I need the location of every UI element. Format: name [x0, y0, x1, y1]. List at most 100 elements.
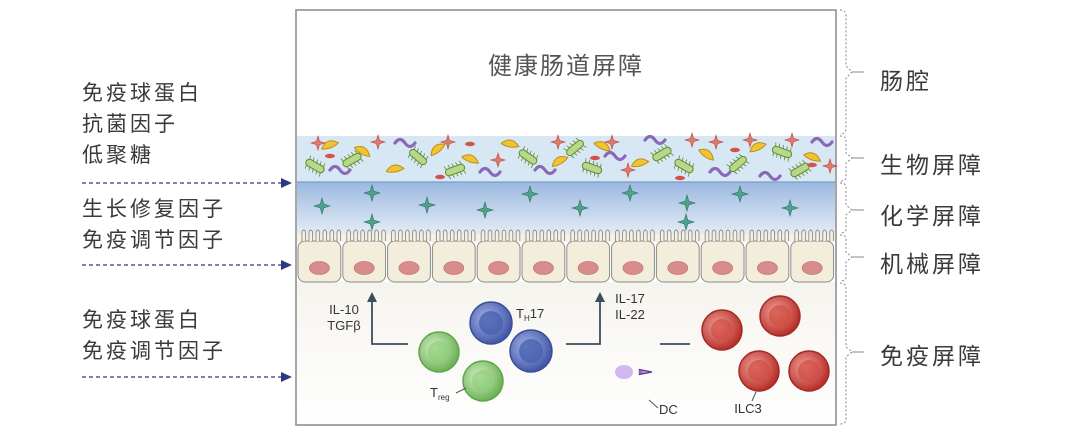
bacterium-pili — [350, 164, 354, 168]
microvillus — [456, 229, 462, 241]
bacterium-pili — [586, 169, 588, 174]
bacterium-star — [741, 131, 759, 149]
antimicrobial-star — [362, 183, 382, 203]
left-label-immunoglobulin-2: 免疫球蛋白 — [82, 308, 202, 332]
cell-nucleus — [308, 261, 330, 275]
microvillus — [515, 229, 521, 241]
microvillus — [659, 229, 665, 241]
bacterium-rod — [730, 147, 740, 153]
bacterium-pili — [451, 163, 455, 167]
bacterium-star — [783, 131, 801, 149]
bracket-biological — [839, 135, 853, 182]
bacterium-pili — [590, 171, 592, 175]
bacterium-star — [619, 161, 637, 179]
bacterium-pili — [790, 147, 792, 152]
microvillus — [615, 229, 620, 241]
microvillus — [353, 229, 358, 241]
microvillus — [336, 229, 342, 241]
bacterium-pili — [566, 145, 570, 149]
signal-arrows — [367, 292, 690, 345]
bracket-chemical — [839, 182, 853, 234]
bacterium-pili — [657, 148, 661, 152]
microvillus — [508, 229, 514, 241]
bacterium-pili — [729, 161, 733, 165]
antimicrobial-star — [676, 212, 696, 232]
microvillus — [636, 229, 641, 241]
bacterium-pili — [660, 146, 664, 150]
microvillus — [322, 229, 328, 241]
microvillus — [770, 229, 776, 241]
microvillus — [822, 229, 827, 241]
bacterium-pili — [801, 172, 805, 176]
bacterium-spiral — [603, 150, 627, 162]
microvillus — [711, 229, 717, 241]
left-group-2: 生长修复因子 免疫调节因子 — [82, 194, 226, 256]
bacterium-pili — [780, 155, 782, 159]
bacterium-spiral — [758, 170, 782, 182]
label-treg: Treg — [430, 385, 450, 402]
microvillus — [308, 229, 314, 241]
bacterium-rod — [675, 175, 685, 181]
microvillus — [329, 229, 335, 241]
microvillus — [763, 229, 769, 241]
chemical-zone — [297, 182, 835, 234]
treg-pointer — [455, 387, 467, 394]
microvillus — [463, 229, 469, 241]
microvillus — [419, 229, 424, 241]
microbe-group — [305, 131, 839, 182]
bacterium-star — [439, 133, 457, 151]
microvillus — [687, 229, 693, 241]
bacterium-pili — [804, 170, 809, 174]
bacterium-yellow — [500, 139, 520, 148]
left-arrow-1-head — [281, 178, 292, 188]
antimicrobial-star — [362, 212, 382, 232]
bacterium-pili — [791, 166, 796, 170]
right-brackets — [839, 9, 853, 425]
brush-border — [297, 234, 835, 242]
bacterium-pili — [681, 157, 684, 162]
layer-label-lumen: 肠腔 — [880, 69, 932, 95]
bacterium-green — [407, 145, 429, 169]
microvillus — [435, 229, 441, 241]
bacterium-pili — [343, 156, 348, 160]
microvillus — [605, 229, 610, 241]
ilc3-cell-3 — [738, 350, 780, 392]
label-tgfb: TGFβ — [327, 318, 360, 333]
bacterium-green — [674, 155, 694, 177]
left-label-immunoglobulin: 免疫球蛋白 — [82, 81, 202, 105]
bacterium-pili — [795, 164, 799, 168]
bacterium-spiral — [533, 164, 557, 176]
bacterium-pili — [798, 162, 802, 166]
bracket-immune — [839, 282, 853, 425]
bacterium-yellow — [593, 141, 611, 152]
bacterium-pili — [422, 153, 426, 158]
antimicrobial-star — [475, 200, 495, 220]
bacterium-pili — [743, 163, 747, 167]
antimicrobial-star — [780, 198, 800, 218]
bacterium-star — [549, 133, 567, 151]
bacterium-pili — [575, 137, 580, 141]
bacterium-pili — [360, 158, 364, 162]
bacterium-pili — [808, 168, 812, 172]
bacterium-yellow — [353, 146, 371, 158]
microvillus — [749, 229, 755, 241]
bacterium-pili — [582, 168, 584, 173]
bacterium-rod — [465, 141, 475, 147]
bacterium-pili — [585, 158, 587, 163]
bacterium-pili — [319, 161, 322, 166]
microvillus — [598, 229, 603, 241]
cell-nucleus — [353, 261, 375, 275]
bacterium-pili — [523, 145, 526, 150]
bacterium-pili — [677, 166, 680, 171]
bacterium-pili — [463, 170, 467, 174]
bacterium-pili — [660, 158, 664, 162]
microvillus — [650, 229, 655, 241]
label-il10: IL-10 — [329, 302, 359, 317]
microvillus — [525, 229, 531, 241]
bacterium-pili — [455, 162, 458, 166]
bacterium-yellow — [551, 156, 569, 167]
bacterium-pili — [356, 160, 361, 164]
bacterium-pili — [664, 144, 668, 148]
bacterium-pili — [410, 156, 414, 161]
bacterium-yellow — [803, 152, 822, 162]
